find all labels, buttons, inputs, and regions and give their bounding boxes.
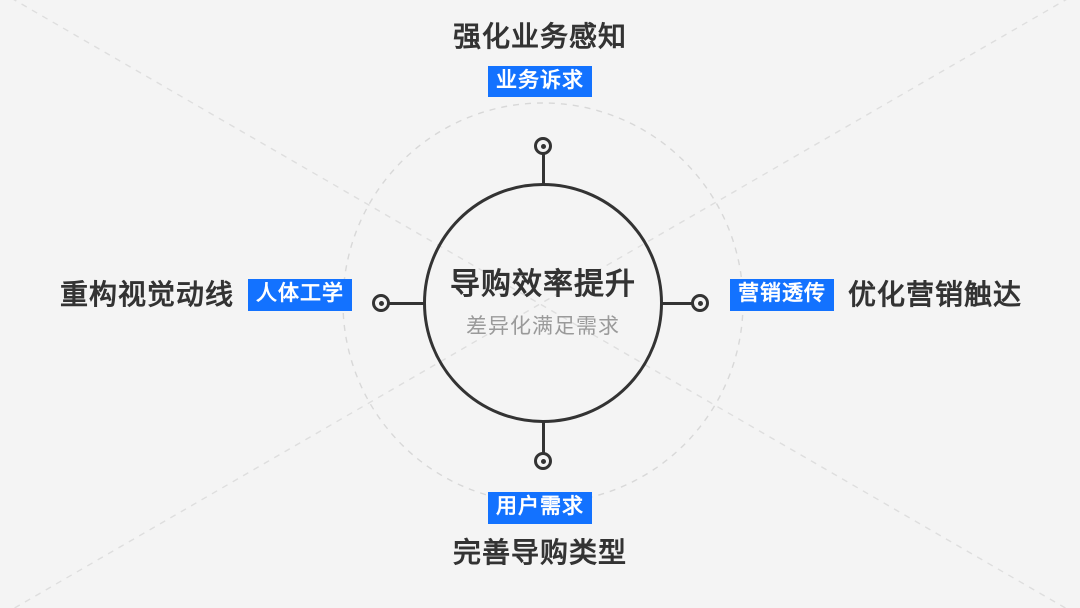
spoke-label-top: 强化业务感知 业务诉求 (0, 20, 1080, 98)
spoke-line-top (541, 146, 545, 186)
node-top-target-dot-icon[interactable] (534, 137, 552, 155)
spoke-left-badge[interactable]: 人体工学 (248, 278, 352, 311)
spoke-bottom-headline: 完善导购类型 (452, 536, 627, 568)
spoke-bottom-badge[interactable]: 用户需求 (488, 492, 592, 524)
hub-text-block: 导购效率提升 差异化满足需求 (423, 183, 663, 423)
node-right-target-dot-icon[interactable] (691, 294, 709, 312)
spoke-top-badge[interactable]: 业务诉求 (488, 65, 592, 98)
node-bottom-target-dot-icon[interactable] (534, 452, 552, 470)
hub-title: 导购效率提升 (450, 268, 636, 302)
spoke-label-right: 营销透传 优化营销触达 (730, 278, 1080, 312)
hub-circle (423, 183, 663, 423)
spoke-left-headline: 重构视觉动线 (59, 279, 234, 310)
hub-subtitle: 差异化满足需求 (466, 314, 620, 338)
spoke-right-headline: 优化营销触达 (848, 279, 1023, 310)
spoke-label-bottom: 用户需求 完善导购类型 (0, 492, 1080, 569)
node-left-target-dot-icon[interactable] (372, 294, 390, 312)
spoke-right-badge[interactable]: 营销透传 (730, 278, 834, 311)
spoke-top-headline: 强化业务感知 (452, 21, 627, 52)
spoke-label-left: 重构视觉动线 人体工学 (0, 278, 352, 312)
spoke-line-right (661, 301, 701, 305)
spoke-line-bottom (541, 420, 545, 462)
spoke-line-left (381, 301, 425, 305)
